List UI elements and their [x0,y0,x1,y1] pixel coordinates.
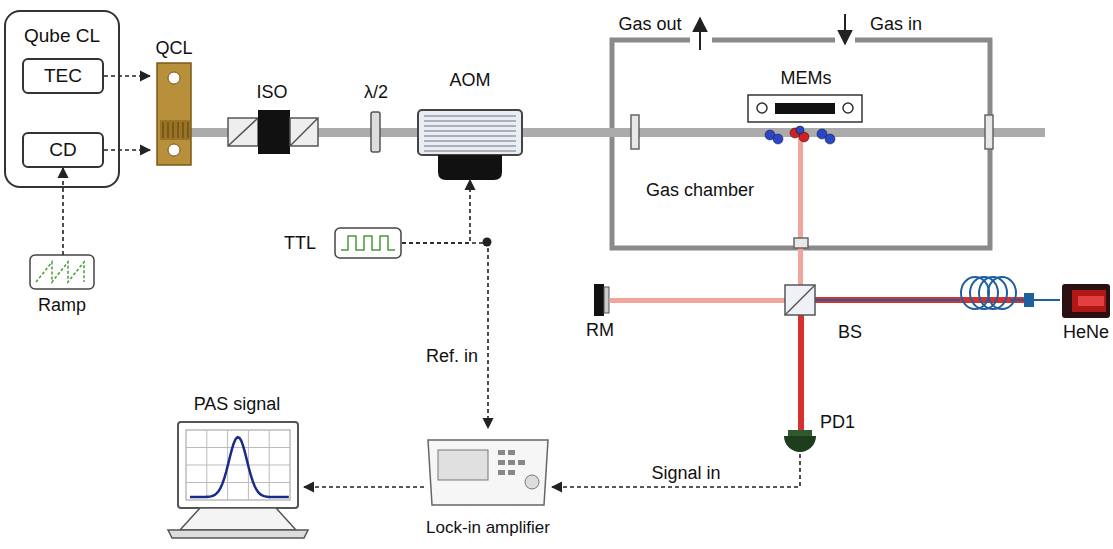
node-label: QCL [155,38,192,58]
signal-connector [402,243,488,428]
node-label: AOM [449,70,490,90]
photodetector: PD1 [784,410,864,454]
controller-box: Qube CL TEC CD [4,10,120,188]
acousto-optic-modulator: AOM [418,70,522,180]
part-label: BS [838,322,862,342]
part-label: RM [586,320,614,340]
node-label: TTL [284,233,316,253]
laser-chip: QCL [150,36,198,166]
signal-connector [402,180,470,243]
ttl-generator: TTL [282,228,402,258]
signal-connector [62,168,64,255]
node-label: Ramp [38,295,86,315]
part-label: ISO [256,82,287,102]
signal-connector [104,149,150,151]
node-label: Lock-in amplifier [426,518,550,538]
connector-label: Signal in [649,463,722,483]
computer-monitor: PAS signal [170,394,304,540]
node-label: Qube CL [24,26,100,46]
signal-connector [104,75,150,77]
ramp-generator: Ramp [26,255,98,317]
part-label: Gas in [870,14,922,34]
connector-label: Ref. in [424,346,480,366]
node-label: TEC [44,66,82,86]
part-label: Gas chamber [646,180,754,200]
node-label: PAS signal [194,394,281,414]
node-label: CD [49,140,76,160]
lock-in-amplifier: Lock-in amplifier [424,428,552,540]
signal-connector [304,486,424,488]
signal-connector [552,454,800,487]
part-label: HeNe [1063,322,1109,342]
part-label: Gas out [618,14,681,34]
driver-box: CD [22,132,104,168]
part-label: MEMs [781,68,832,88]
part-label: λ/2 [364,82,388,102]
tec-box: TEC [22,58,104,94]
node-label: PD1 [820,412,855,432]
